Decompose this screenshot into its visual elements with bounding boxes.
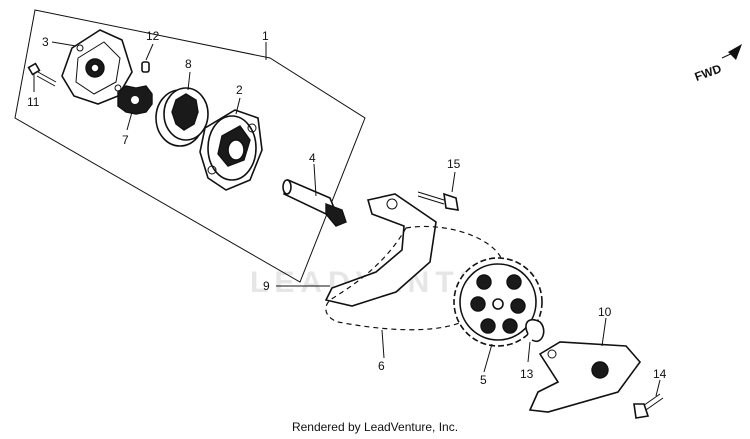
outer-rotor-part [155,87,209,147]
callout-7: 7 [122,133,129,147]
sprocket-part [453,257,543,347]
top-flange-bolt-part [417,191,459,211]
callout-1: 1 [262,29,269,43]
callout-13: 13 [520,367,534,381]
callout-12: 12 [146,29,160,43]
pump-cover-part [61,29,133,105]
fwd-indicator: FWD [693,44,742,84]
callout-11: 11 [27,95,40,109]
callout-3: 3 [42,35,49,49]
dowel-pin-part [141,61,150,73]
callout-8: 8 [185,57,192,71]
callout-14: 14 [653,367,667,381]
drive-chain-part [325,225,504,331]
callout-6: 6 [378,359,385,373]
callout-2: 2 [236,83,243,97]
guide-plate-part [528,341,642,413]
callout-9: 9 [263,279,270,293]
leader-lines [33,41,661,397]
drive-shaft-part [282,178,347,227]
footer-credit: Rendered by LeadVenture, Inc. [291,420,459,434]
callout-labels: 1 2 3 4 5 6 7 8 9 10 11 12 13 14 15 [27,29,667,387]
cover-bolt-part [27,62,57,87]
callout-5: 5 [480,373,487,387]
circlip-part [525,318,545,343]
assembly-boundary [14,9,366,283]
pump-body-part [199,109,263,191]
callout-10: 10 [598,305,612,319]
fwd-label: FWD [693,61,724,84]
callout-4: 4 [309,151,316,165]
bottom-flange-bolt-part [633,393,664,419]
callout-15: 15 [447,157,461,171]
chain-guide-part [324,193,437,307]
inner-rotor-part [117,85,153,115]
